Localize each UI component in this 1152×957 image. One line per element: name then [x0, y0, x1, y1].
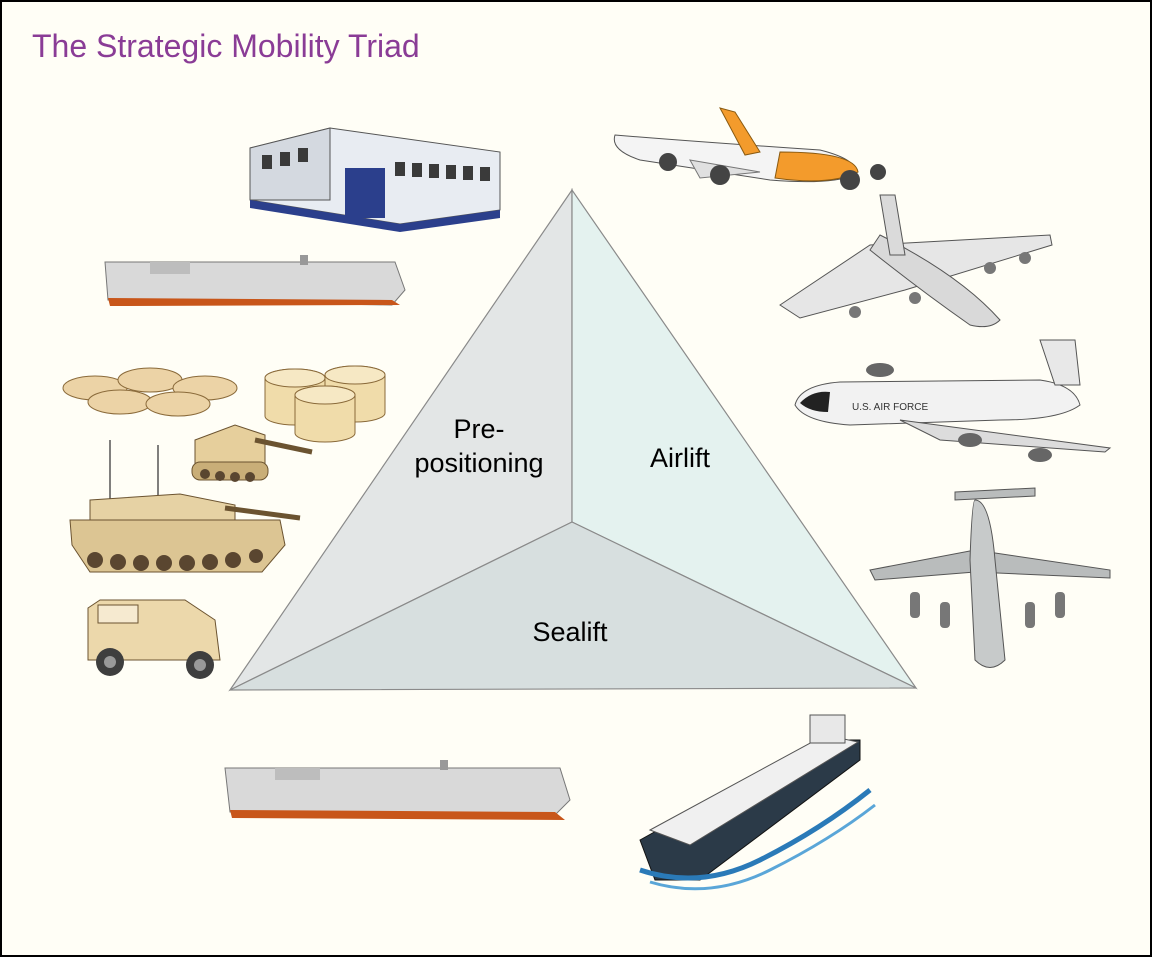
airlift-label: Airlift — [650, 443, 710, 473]
kc135-image: U.S. AIR FORCE — [794, 339, 1112, 462]
commercial-jet-image — [613, 107, 886, 190]
tank-image — [69, 440, 301, 573]
tanker-ship-image — [639, 714, 876, 891]
c130-image — [779, 194, 1053, 328]
prepositioning-label-line1: Pre- — [453, 414, 505, 444]
prepositioning-label-line2: positioning — [414, 448, 544, 478]
fuel-drums-image — [264, 365, 386, 443]
sealift-label: Sealift — [532, 617, 608, 647]
roro-ship-image-lower — [224, 760, 571, 820]
howitzer-image — [191, 424, 313, 482]
sandbags-image — [62, 367, 238, 417]
prepositioning-label: Pre- positioning — [394, 412, 564, 480]
c17-image — [869, 487, 1111, 668]
svg-text:U.S. AIR FORCE: U.S. AIR FORCE — [852, 402, 928, 413]
slide-title: The Strategic Mobility Triad — [32, 28, 420, 64]
roro-ship-image-upper — [104, 255, 406, 306]
triad-face-sealift — [229, 521, 917, 691]
warehouse-image — [249, 127, 501, 232]
hmmwv-image — [87, 599, 221, 679]
